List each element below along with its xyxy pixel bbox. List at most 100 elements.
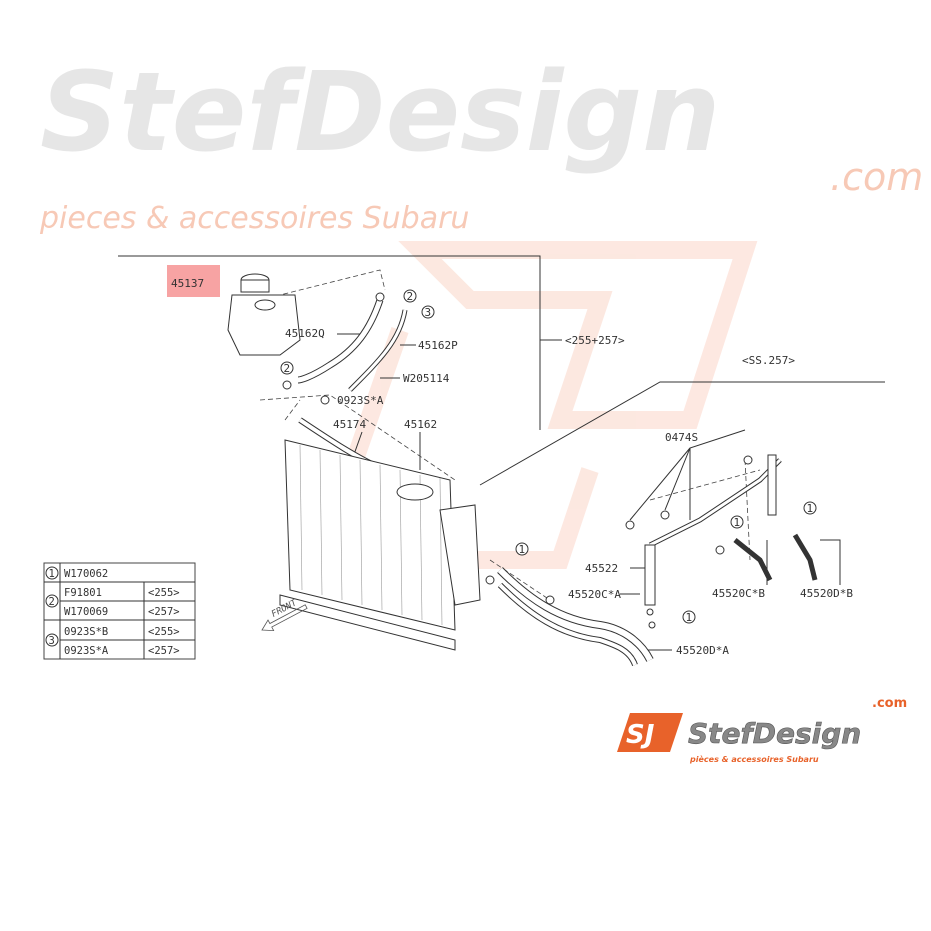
diagram-shape [254, 299, 276, 311]
diagram-shape [284, 439, 456, 631]
logo-brand: StefDesign [688, 717, 861, 750]
diagram-shape [421, 305, 435, 319]
callout-1: 1 [803, 501, 817, 515]
part-labels: 45137 45162Q 45162P <255+257> W205114 09… [171, 277, 853, 657]
diagram-shape [43, 562, 196, 660]
highlighted-part-box [167, 265, 220, 297]
diagram-shape [299, 444, 303, 591]
part-label-45162Q[interactable]: 45162Q [285, 327, 325, 340]
diagram-shape [792, 533, 818, 581]
leader-lines [118, 255, 885, 651]
diagram-shape [45, 566, 59, 580]
hoses [297, 298, 818, 667]
diagram-text: 3 [425, 306, 432, 319]
diagram-shape [280, 361, 294, 375]
diagram-shape [319, 449, 323, 596]
diagram-shape [439, 504, 481, 606]
diagram-shape [649, 469, 761, 501]
diagram-shape [439, 477, 443, 626]
diagram-shape [648, 621, 656, 629]
part-label-45174[interactable]: 45174 [333, 418, 366, 431]
diagram-shape [733, 538, 773, 582]
watermark-com: .com [830, 155, 923, 199]
diagram-shape [227, 294, 301, 356]
part-label-45522[interactable]: 45522 [585, 562, 618, 575]
part-label-45137[interactable]: 45137 [171, 277, 204, 290]
legend-part: F91801 [64, 587, 102, 599]
diagram-shape [45, 594, 59, 608]
legend-model: <255> [148, 587, 180, 599]
part-label-0474S[interactable]: 0474S [665, 431, 698, 444]
legend-part: W170069 [64, 606, 108, 618]
callout-1: 1 [682, 610, 696, 624]
diagram-shape [45, 633, 59, 647]
diagram-text: 1 [807, 502, 814, 515]
legend-model: <257> [148, 645, 180, 657]
legend-ref-1: 1 [49, 568, 55, 580]
diagram-shape [403, 289, 417, 303]
diagram-shape [284, 399, 301, 421]
legend-model: <257> [148, 606, 180, 618]
stefdesign-logo: SJ StefDesign .com pièces & accessoires … [617, 696, 907, 764]
diagram-shape [660, 510, 670, 520]
callout-2: 2 [280, 361, 294, 375]
callout-2: 2 [403, 289, 417, 303]
diagram-shape [743, 455, 753, 465]
diagram-shape [485, 575, 495, 585]
diagram-shape [118, 255, 541, 430]
diagram-text: 2 [284, 362, 291, 375]
logo-tagline: pièces & accessoires Subaru [689, 754, 819, 764]
radiator [279, 439, 481, 651]
diagram-shape [767, 454, 777, 516]
diagram-shape [240, 279, 270, 293]
part-label-45520CA[interactable]: 45520C*A [568, 588, 621, 601]
legend-ref-3: 3 [49, 635, 55, 647]
callouts: 2 3 2 1 1 1 1 [280, 289, 817, 624]
diagram-shape [498, 583, 637, 666]
diagram-shape [646, 608, 654, 616]
diagram-shape [320, 395, 330, 405]
watermark-tagline: pieces & accessoires Subaru [39, 201, 469, 236]
legend-part: W170062 [64, 568, 108, 580]
watermark-text: StefDesign .com pieces & accessoires Sub… [39, 48, 923, 236]
diagram-shape [279, 594, 456, 651]
part-label-45162[interactable]: 45162 [404, 418, 437, 431]
diagram-text: 1 [519, 543, 526, 556]
diagram-shape [682, 610, 696, 624]
callout-3: 3 [421, 305, 435, 319]
part-label-45520DA[interactable]: 45520D*A [676, 644, 729, 657]
diagram-text: 1 [686, 611, 693, 624]
diagram-shape [730, 515, 744, 529]
dashed-guides [259, 269, 761, 601]
diagram-shape [715, 545, 725, 555]
part-label-45162P[interactable]: 45162P [418, 339, 458, 352]
part-label-0923SA[interactable]: 0923S*A [337, 394, 384, 407]
diagram-shape [545, 595, 555, 605]
diagram-shape [348, 309, 407, 392]
model-range-255-257: <255+257> [565, 334, 625, 347]
diagram-shape [259, 394, 456, 481]
logo-mark-text: SJ [626, 720, 655, 750]
diagram-shape [803, 501, 817, 515]
callout-1: 1 [515, 542, 529, 556]
diagram-shape [396, 483, 434, 501]
part-label-45520DB[interactable]: 45520D*B [800, 587, 853, 600]
diagram-shape [497, 567, 654, 662]
part-label-45520CB[interactable]: 45520C*B [712, 587, 765, 600]
diagram-shape [497, 567, 653, 662]
diagram-text: 1 [734, 516, 741, 529]
diagram-shape [297, 299, 383, 383]
diagram-shape [515, 542, 529, 556]
model-range-ss257: <SS.257> [742, 354, 795, 367]
part-label-W205114[interactable]: W205114 [403, 372, 450, 385]
diagram-shape [379, 464, 383, 611]
diagram-shape [375, 292, 385, 302]
diagram-shape [629, 447, 691, 521]
brackets [282, 292, 777, 629]
logo-com: .com [872, 696, 907, 711]
diagram-shape [489, 559, 551, 601]
diagram-shape [259, 269, 386, 301]
legend-table: 1 2 3 W170062 F91801 <255> W170069 <257>… [43, 562, 196, 660]
